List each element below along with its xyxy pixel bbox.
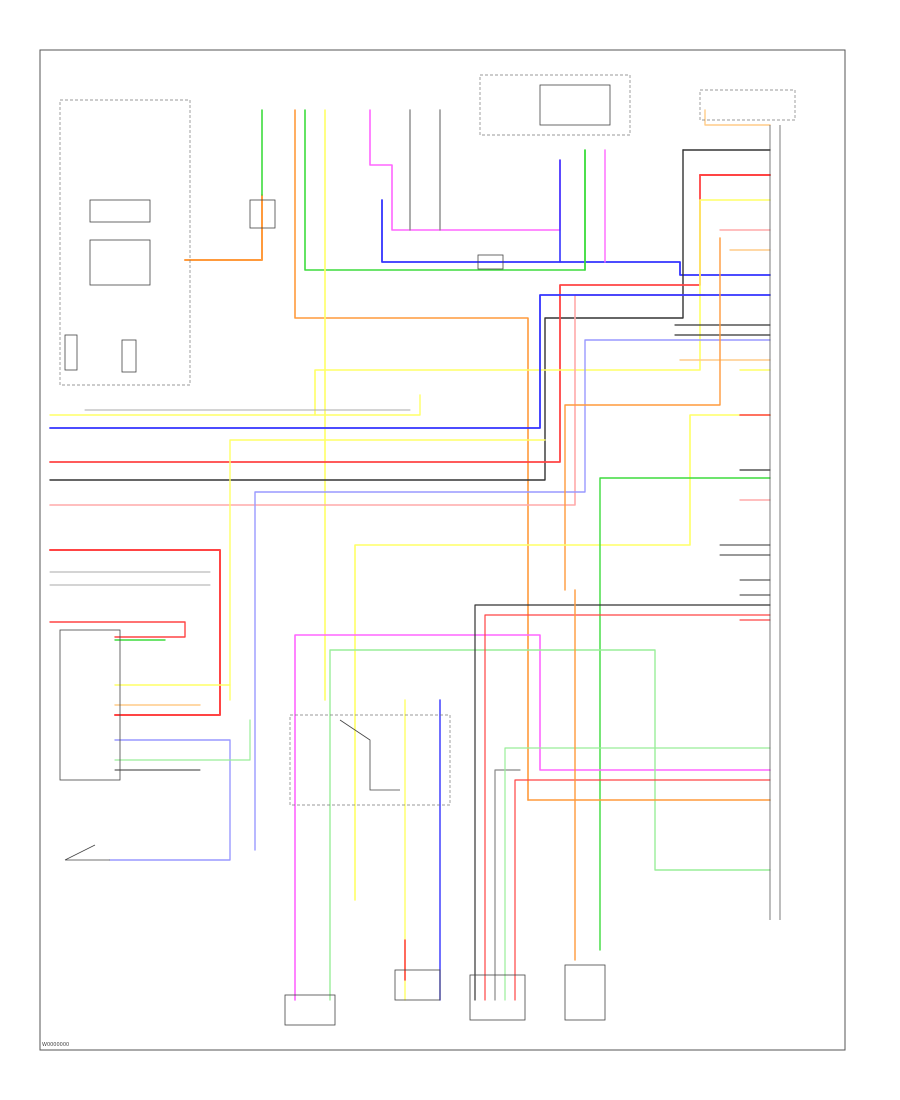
wire-pink-top [369,109,561,231]
wire-green-right-2 [599,477,771,951]
wire-blue-right-2 [49,294,771,429]
wire-green-low-2 [504,747,771,1001]
wire-pink-low-1 [294,634,771,1001]
components [59,74,796,1026]
relay-box-right-top [699,89,796,121]
wire-green-low-1 [329,649,771,1001]
fuse-box-1 [89,199,151,223]
fuse-inline-mid [477,254,504,270]
wire-light-blue-right [254,339,771,851]
sensor-bottom-4 [564,964,606,1021]
wire-orange-long [294,109,529,801]
wire-yellow-right-3 [314,199,701,416]
sensor-bottom-3 [469,974,526,1021]
wire-blue-top [381,199,771,276]
wire-green-left-4 [114,719,251,761]
wire-pink-left-2 [49,621,186,638]
wire-red-left-2 [49,549,221,716]
wire-dark-low-1 [474,604,771,1001]
diagram-border [39,49,846,1051]
ecu-connector-left [59,629,121,781]
wire-red-low-2 [514,779,771,1001]
switch-block-mid [289,714,451,806]
wire-yellow-left-2 [229,439,546,701]
wire-green-long [304,109,586,271]
ground-connector-left [121,339,137,373]
relay-area-dashed [479,74,631,136]
wire-orange-top-1 [184,194,263,261]
wire-yellow-right-5 [354,414,771,901]
wires [49,109,771,1001]
fuse-box-2 [89,239,151,286]
switch-contact-mid [339,719,400,791]
diagram-code: W0000000 [42,1042,69,1048]
wire-gray-low-1 [494,769,521,1001]
switch-symbol-left [64,844,110,861]
wire-yellow-right-1 [704,109,771,126]
relay-switch-top [539,84,611,126]
sensor-bottom-1 [284,994,336,1026]
battery-symbol [64,334,78,371]
wire-red-right-3 [49,294,706,506]
wire-orange-right-3 [564,237,721,591]
wire-blue-left-3 [109,739,231,861]
wire-yellow-left [49,394,421,416]
junction-block-left [59,99,191,386]
wire-dark-right-2 [49,149,684,481]
relay-box-top-1 [249,199,276,229]
wire-red-low-1 [484,614,771,1001]
sensor-bottom-2 [394,969,441,1001]
